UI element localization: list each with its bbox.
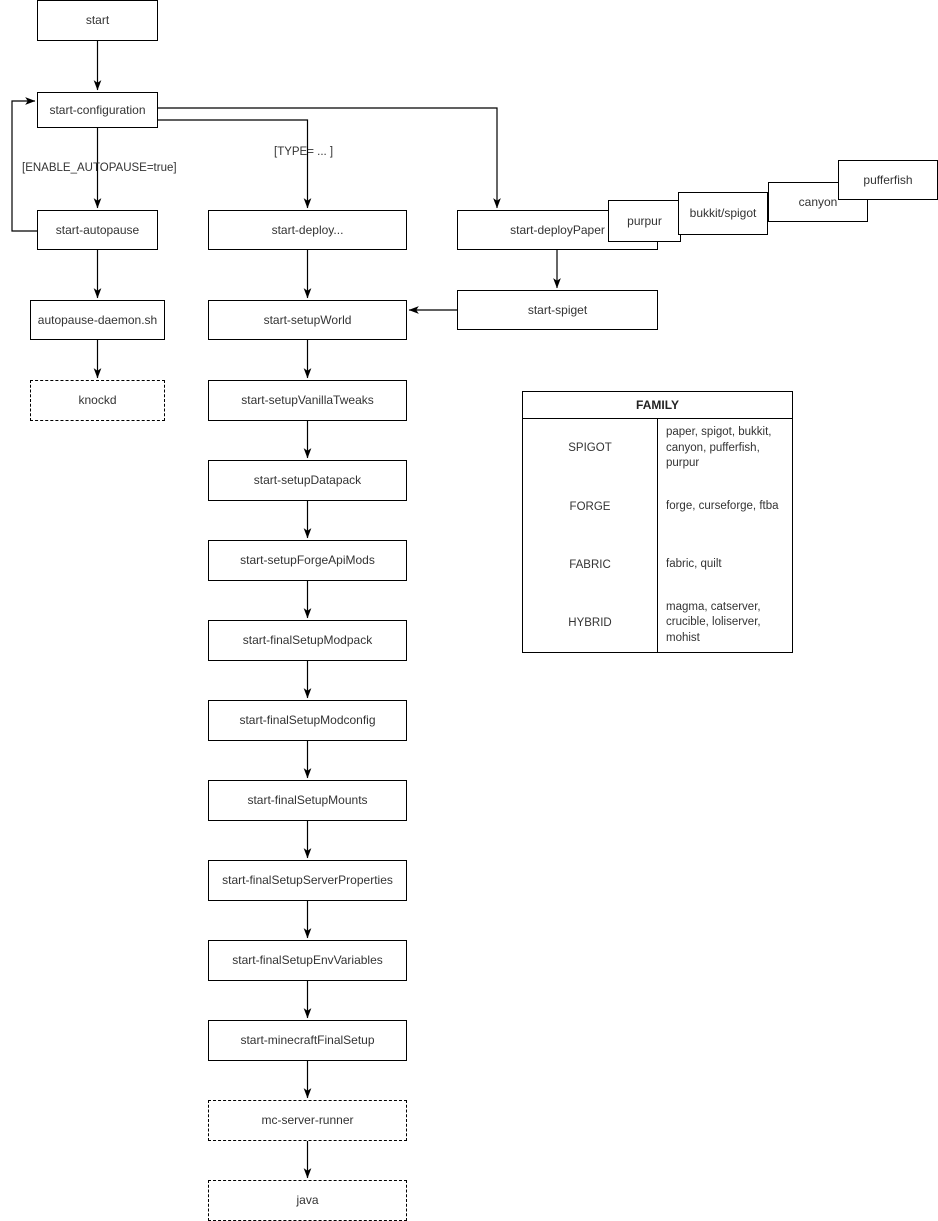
node-label: start: [85, 13, 110, 28]
node-label: autopause-daemon.sh: [37, 312, 158, 327]
node-start-spiget[interactable]: start-spiget: [457, 290, 658, 330]
node-label: bukkit/spigot: [689, 206, 757, 221]
node-label: start-spiget: [527, 302, 588, 317]
node-label: start-finalSetupModconfig: [239, 713, 376, 728]
node-label: java: [296, 1193, 319, 1208]
node-label: start-finalSetupMounts: [247, 793, 368, 808]
family-table-header-row: FAMILY: [523, 392, 792, 419]
node-start-minecraftfinalsetup[interactable]: start-minecraftFinalSetup: [208, 1020, 407, 1061]
node-start-setupworld[interactable]: start-setupWorld: [208, 300, 407, 340]
family-values-spigot: paper, spigot, bukkit, canyon, pufferfis…: [666, 426, 772, 470]
family-name-hybrid: HYBRID: [523, 593, 658, 653]
edge-configuration-to-deploypaper: [158, 107, 501, 209]
node-label: start-deployPaper: [510, 222, 605, 237]
node-knockd[interactable]: knockd: [30, 380, 165, 421]
family-table: FAMILY SPIGOT paper, spigot, bukkit, can…: [523, 392, 792, 653]
node-label: canyon: [798, 194, 838, 209]
node-label: mc-server-runner: [261, 1113, 354, 1128]
node-label: knockd: [78, 393, 117, 408]
node-label: start-setupDatapack: [253, 473, 362, 488]
edge-label-type: [TYPE= ... ]: [274, 146, 334, 158]
family-values-forge: forge, curseforge, ftba: [666, 499, 779, 512]
family-name-forge: FORGE: [523, 477, 658, 536]
family-name-spigot: SPIGOT: [523, 418, 658, 478]
node-label: start-setupWorld: [263, 312, 352, 327]
node-label: pufferfish: [863, 172, 913, 187]
node-bukkit-spigot[interactable]: bukkit/spigot: [678, 192, 768, 235]
node-label: purpur: [627, 213, 662, 228]
node-start-finalsetupenvvariables[interactable]: start-finalSetupEnvVariables: [208, 940, 407, 981]
table-row: SPIGOT paper, spigot, bukkit, canyon, pu…: [523, 418, 792, 478]
table-row: FABRIC fabric, quilt: [523, 535, 792, 594]
node-label: start-finalSetupServerProperties: [222, 873, 393, 888]
node-mc-server-runner[interactable]: mc-server-runner: [208, 1100, 407, 1141]
node-start[interactable]: start: [37, 0, 158, 41]
family-values-hybrid: magma, catserver, crucible, loliserver, …: [666, 600, 761, 644]
table-row: HYBRID magma, catserver, crucible, lolis…: [523, 593, 792, 653]
family-values-fabric: fabric, quilt: [666, 557, 722, 570]
node-purpur[interactable]: purpur: [608, 200, 681, 242]
node-java[interactable]: java: [208, 1180, 407, 1221]
edge-label-enable-autopause: [ENABLE_AUTOPAUSE=true]: [22, 162, 177, 174]
node-start-finalsetupserverproperties[interactable]: start-finalSetupServerProperties: [208, 860, 407, 901]
node-label: start-configuration: [49, 102, 146, 117]
node-pufferfish[interactable]: pufferfish: [838, 160, 938, 200]
node-label: start-finalSetupEnvVariables: [232, 953, 383, 968]
node-label: start-setupForgeApiMods: [240, 553, 375, 568]
node-label: start-autopause: [55, 222, 140, 237]
node-start-deploy[interactable]: start-deploy...: [208, 210, 407, 250]
node-start-finalsetupmodconfig[interactable]: start-finalSetupModconfig: [208, 700, 407, 741]
family-name-fabric: FABRIC: [523, 535, 658, 594]
node-start-finalsetupmodpack[interactable]: start-finalSetupModpack: [208, 620, 407, 661]
node-start-setupforgeapimods[interactable]: start-setupForgeApiMods: [208, 540, 407, 581]
node-autopause-daemon-sh[interactable]: autopause-daemon.sh: [30, 300, 165, 340]
family-legend: FAMILY SPIGOT paper, spigot, bukkit, can…: [522, 391, 793, 654]
family-table-title: FAMILY: [523, 392, 792, 419]
node-start-configuration[interactable]: start-configuration: [37, 92, 158, 128]
edge-configuration-to-deploy: [158, 119, 312, 209]
node-label: start-minecraftFinalSetup: [240, 1033, 375, 1048]
node-label: start-deploy...: [271, 222, 344, 237]
table-row: FORGE forge, curseforge, ftba: [523, 477, 792, 536]
node-label: start-setupVanillaTweaks: [241, 393, 374, 408]
node-start-autopause[interactable]: start-autopause: [37, 210, 158, 250]
node-start-finalsetupmounts[interactable]: start-finalSetupMounts: [208, 780, 407, 821]
node-label: start-finalSetupModpack: [242, 633, 373, 648]
node-start-setupvanillatweaks[interactable]: start-setupVanillaTweaks: [208, 380, 407, 421]
node-start-setupdatapack[interactable]: start-setupDatapack: [208, 460, 407, 501]
